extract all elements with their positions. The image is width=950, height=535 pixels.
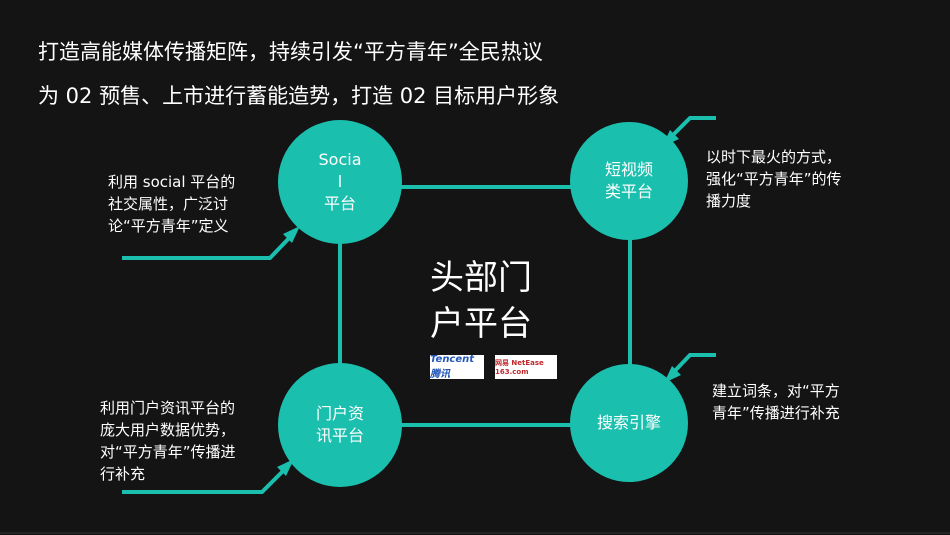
node-portal: 门户资讯平台 <box>278 363 402 487</box>
note-portal: 利用门户资讯平台的庞大用户数据优势，对“平方青年”传播进行补充 <box>100 399 236 483</box>
node-search: 搜索引擎 <box>570 364 688 482</box>
arrow-video <box>666 116 716 142</box>
tencent-logo: Tencent 腾讯 <box>430 354 484 380</box>
note-search: 建立词条，对“平方青年”传播进行补充 <box>712 382 840 422</box>
arrowhead-icon <box>277 459 294 476</box>
note-video: 以时下最火的方式，强化“平方青年”的传播力度 <box>706 148 842 210</box>
node-video: 短视频类平台 <box>570 122 688 240</box>
netease-logo: 网易 NetEase 163.com <box>495 355 557 379</box>
note-social: 利用 social 平台的社交属性，广泛讨论“平方青年”定义 <box>108 173 236 235</box>
heading-line-1: 打造高能媒体传播矩阵，持续引发“平方青年”全民热议 <box>38 40 543 64</box>
center-title: 头部门户平台 <box>430 258 532 344</box>
arrow-social <box>122 232 295 260</box>
arrow-portal <box>122 465 289 494</box>
arrow-search <box>668 353 716 378</box>
heading-line-2: 为 02 预售、上市进行蓄能造势，打造 02 目标用户形象 <box>38 84 560 108</box>
arrowhead-icon <box>283 226 300 243</box>
